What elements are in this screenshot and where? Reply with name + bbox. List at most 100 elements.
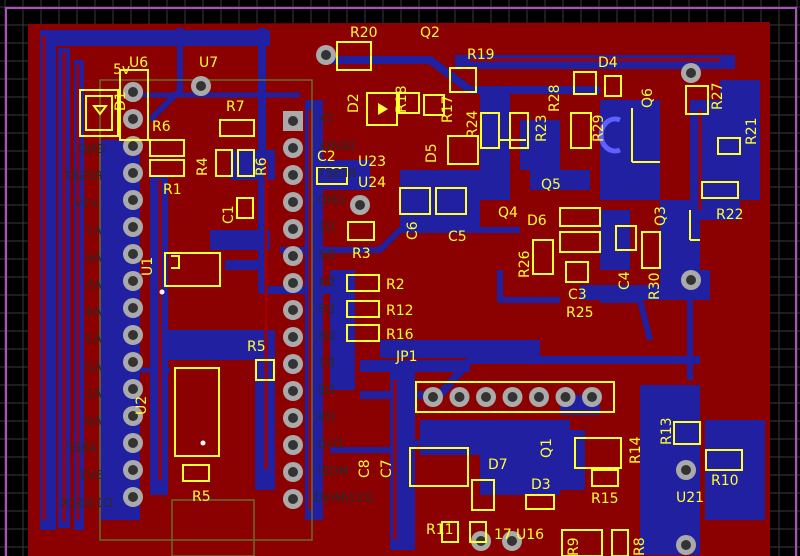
label-r3: R3	[352, 246, 371, 262]
pin-label: A2	[86, 359, 102, 374]
label-r16: R16	[386, 327, 414, 343]
label-u7: U7	[199, 55, 219, 71]
label-q6: Q6	[640, 88, 656, 108]
pin-label: D3	[318, 247, 335, 262]
label-r4: R4	[195, 157, 211, 176]
pin-label: MOSI	[318, 464, 349, 479]
label-r5a: R5	[247, 339, 266, 355]
label-c1: C1	[221, 205, 237, 224]
label-r8: R8	[632, 537, 648, 556]
pin-label: A1	[86, 386, 102, 401]
label-r2: R2	[386, 277, 405, 293]
label-c8: C8	[357, 459, 373, 478]
label-r1: R1	[163, 182, 182, 198]
module-outline	[171, 499, 255, 556]
label-r29: R29	[591, 114, 607, 142]
label-r27: R27	[710, 82, 726, 110]
pin-label: A4	[86, 305, 102, 320]
pin-label: D9	[318, 410, 335, 425]
label-u24: U24	[358, 175, 387, 191]
silkscreen-shapes	[79, 41, 743, 556]
pin-label: D2	[318, 220, 335, 235]
label-r9: R9	[566, 537, 582, 556]
label-r30: R30	[647, 272, 663, 300]
label-d2: D2	[346, 93, 362, 113]
label-q3: Q3	[653, 206, 669, 226]
label-r17: R17	[440, 95, 456, 123]
label-q1: Q1	[539, 438, 555, 458]
label-r6b: R6	[254, 157, 270, 176]
label-q2: Q2	[420, 25, 440, 41]
through-hole-pads	[123, 45, 701, 555]
label-r6a: R6	[152, 119, 171, 135]
pin-label: D4	[318, 274, 335, 289]
label-u23: U23	[358, 154, 387, 170]
pin-label: RESET	[318, 166, 357, 181]
label-c5: C5	[448, 229, 467, 245]
pin-label: TX	[318, 112, 334, 126]
label-d4: D4	[598, 55, 618, 71]
label-r25: R25	[566, 305, 594, 321]
label-c4: C4	[617, 271, 633, 290]
label-c7: C7	[379, 459, 395, 478]
pin-label: GND	[78, 142, 106, 156]
label-c3: C3	[568, 287, 587, 303]
label-d3: D3	[531, 477, 551, 493]
pin-label: A7	[86, 223, 102, 238]
label-r24: R24	[465, 110, 481, 138]
label-u6: U6	[129, 55, 149, 71]
label-d1: D1	[113, 91, 129, 111]
pin-label: D0/RX	[318, 139, 356, 154]
board-outline	[5, 7, 797, 556]
pin-label: GND	[318, 193, 346, 208]
label-d6: D6	[527, 213, 547, 229]
label-u2: U2	[134, 395, 150, 415]
label-d5: D5	[424, 143, 440, 163]
label-r14: R14	[628, 436, 644, 464]
pin-label: A5	[86, 278, 102, 292]
pin-label: A3	[86, 332, 102, 347]
label-r18: R18	[394, 85, 410, 113]
label-c6: C6	[405, 221, 421, 240]
label-q5: Q5	[541, 177, 561, 193]
label-u1: U1	[140, 256, 156, 276]
copper-pour-top	[28, 22, 770, 556]
label-five_v: 5v	[113, 62, 131, 78]
pin-label: D13/SCK	[60, 495, 113, 510]
pin-label: 3V3	[80, 468, 104, 483]
label-u16: U16	[516, 527, 545, 543]
label-u17: 17	[494, 527, 512, 543]
pin-label: A0	[86, 414, 102, 428]
label-r28: R28	[547, 84, 563, 112]
label-r21: R21	[744, 117, 760, 145]
label-c2: C2	[317, 149, 336, 165]
label-r7: R7	[226, 99, 245, 115]
label-r11: R11	[426, 522, 454, 538]
label-jp1: JP1	[396, 349, 418, 365]
pin-label: D10	[318, 437, 343, 452]
label-r23: R23	[534, 114, 550, 142]
pin-label: A6	[86, 250, 102, 265]
label-r22: R22	[716, 207, 744, 223]
label-u21: U21	[676, 490, 705, 506]
label-r13: R13	[659, 417, 675, 445]
pin-label: D6	[318, 328, 335, 343]
pin-label: D5	[318, 301, 335, 316]
label-r15: R15	[591, 491, 619, 507]
label-r20: R20	[350, 25, 378, 41]
label-r19: R19	[467, 47, 495, 63]
pin-label: D12/MISO	[314, 491, 374, 506]
label-q4: Q4	[498, 205, 518, 221]
label-d7: D7	[488, 457, 508, 473]
copper-top-traces	[42, 36, 720, 540]
pin-label: AREF	[66, 441, 98, 456]
pin-label: +5V	[74, 196, 100, 211]
label-r12: R12	[386, 303, 414, 319]
label-r10: R10	[711, 473, 739, 489]
pin-label: D7	[318, 355, 335, 370]
label-r5b: R5	[192, 489, 211, 505]
pin-label: D8	[318, 383, 335, 397]
label-r26: R26	[517, 250, 533, 278]
